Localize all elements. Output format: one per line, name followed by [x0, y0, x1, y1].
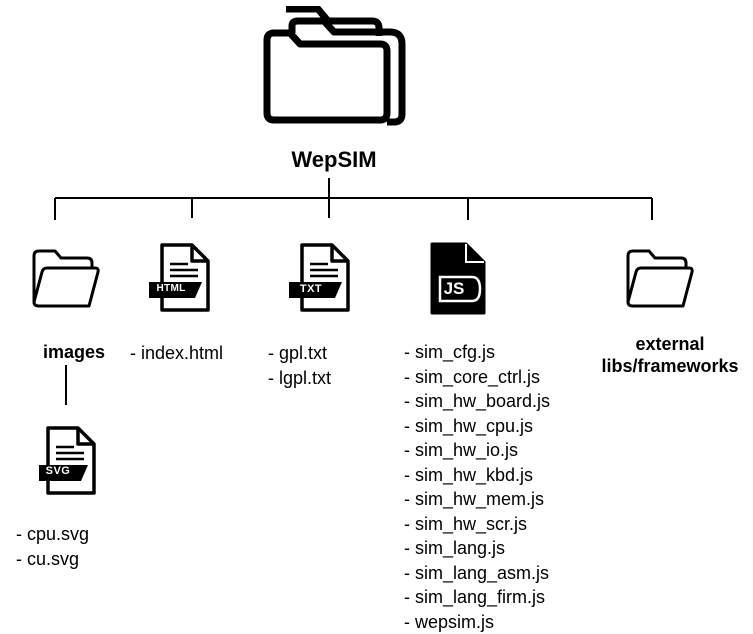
- external-label: external libs/frameworks: [590, 333, 750, 377]
- js-badge-label: JS: [443, 279, 465, 298]
- list-item: - sim_hw_mem.js: [404, 489, 545, 509]
- list-item: - sim_lang_asm.js: [404, 562, 550, 583]
- txt-file-list: - gpl.txt - lgpl.txt: [268, 341, 331, 390]
- images-file-list: - cpu.svg - cu.svg: [16, 522, 89, 571]
- txt-badge-label: TXT: [299, 283, 323, 295]
- list-item: - sim_core_ctrl.js: [404, 366, 541, 387]
- images-label: images: [42, 342, 106, 362]
- list-item: - cu.svg: [16, 548, 80, 569]
- txt-file-icon: [289, 243, 350, 312]
- svg-file-icon: [39, 426, 96, 495]
- list-item: - sim_cfg.js: [404, 342, 496, 362]
- list-item: - sim_hw_board.js: [404, 391, 551, 411]
- list-item: - cpu.svg: [16, 524, 90, 544]
- list-item: - sim_lang.js: [404, 538, 506, 558]
- root-folder-icon: [263, 6, 406, 126]
- root-title: WepSIM: [291, 147, 377, 172]
- external-label-line1: external: [635, 334, 705, 354]
- list-item: - sim_hw_kbd.js: [404, 464, 534, 485]
- list-item: - lgpl.txt: [268, 367, 332, 388]
- list-item: - sim_hw_cpu.js: [404, 415, 534, 436]
- list-item: - index.html: [130, 343, 224, 363]
- images-folder-icon: [32, 249, 100, 308]
- html-file-icon: [149, 243, 210, 312]
- list-item: - sim_lang_firm.js: [404, 587, 546, 607]
- svg-badge-label: SVG: [45, 465, 71, 477]
- external-folder-icon: [626, 249, 694, 308]
- list-item: - sim_hw_io.js: [404, 440, 519, 460]
- html-badge-label: HTML: [156, 283, 186, 294]
- html-file-list: - index.html: [130, 341, 223, 366]
- list-item: - sim_hw_scr.js: [404, 513, 528, 534]
- list-item: - wepsim.js: [404, 611, 495, 632]
- list-item: - gpl.txt: [268, 343, 328, 363]
- js-file-list: - sim_cfg.js - sim_core_ctrl.js - sim_hw…: [404, 340, 550, 634]
- external-label-line2: libs/frameworks: [601, 356, 739, 376]
- js-file-icon: [430, 242, 486, 315]
